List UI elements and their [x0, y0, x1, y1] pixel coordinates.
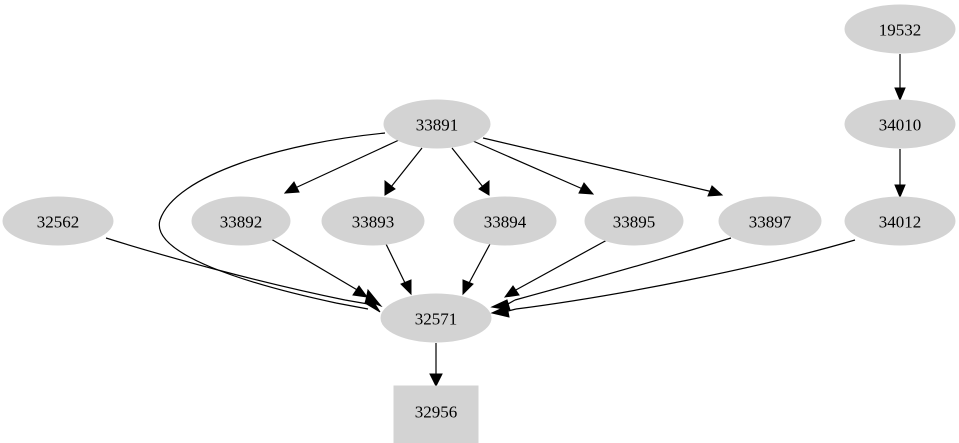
graph-node-32562[interactable]: 32562: [2, 196, 114, 246]
node-shape-ellipse[interactable]: [383, 99, 491, 149]
edge-32562-to-32571[interactable]: [105, 237, 383, 308]
edge-33897-to-32571[interactable]: [490, 237, 732, 311]
edge-33891-to-33892[interactable]: [283, 139, 400, 194]
graph-node-33893[interactable]: 33893: [321, 196, 425, 246]
edge-33891-to-33894[interactable]: [451, 147, 490, 196]
graph-node-34012[interactable]: 34012: [844, 196, 956, 246]
node-shape-ellipse[interactable]: [844, 99, 956, 149]
edge-19532-to-34010[interactable]: [894, 54, 906, 102]
edge-34010-to-34012[interactable]: [894, 149, 906, 199]
graph-node-33891[interactable]: 33891: [383, 99, 491, 149]
node-shape-box[interactable]: [393, 385, 479, 443]
node-shape-ellipse[interactable]: [584, 196, 684, 246]
node-shape-ellipse[interactable]: [844, 4, 956, 54]
node-shape-ellipse[interactable]: [453, 196, 557, 246]
graph-node-34010[interactable]: 34010: [844, 99, 956, 149]
edge-33894-to-32571[interactable]: [462, 243, 491, 296]
graph-node-33892[interactable]: 33892: [191, 196, 291, 246]
node-shape-ellipse[interactable]: [2, 196, 114, 246]
edge-33895-to-32571[interactable]: [503, 239, 608, 298]
edge-34012-to-32571[interactable]: [490, 239, 856, 318]
edge-33891-to-33895[interactable]: [472, 140, 595, 195]
edge-33891-to-33897[interactable]: [482, 137, 724, 197]
edge-33891-to-33893[interactable]: [384, 147, 423, 196]
graph-node-33895[interactable]: 33895: [584, 196, 684, 246]
graph-node-33897[interactable]: 33897: [718, 196, 822, 246]
node-shape-ellipse[interactable]: [718, 196, 822, 246]
graph-node-32571[interactable]: 32571: [380, 293, 492, 343]
edge-33892-to-32571[interactable]: [270, 238, 369, 298]
node-shape-ellipse[interactable]: [321, 196, 425, 246]
edges-layer: [105, 54, 906, 388]
node-shape-ellipse[interactable]: [380, 293, 492, 343]
graph-node-32956[interactable]: 32956: [393, 385, 479, 443]
node-shape-ellipse[interactable]: [191, 196, 291, 246]
graph-node-33894[interactable]: 33894: [453, 196, 557, 246]
edge-33893-to-32571[interactable]: [385, 243, 412, 296]
nodes-layer: 19532 34010 34012 33891 32562 33892: [2, 4, 956, 443]
node-shape-ellipse[interactable]: [844, 196, 956, 246]
edge-32571-to-32956[interactable]: [429, 343, 443, 388]
graph-node-19532[interactable]: 19532: [844, 4, 956, 54]
